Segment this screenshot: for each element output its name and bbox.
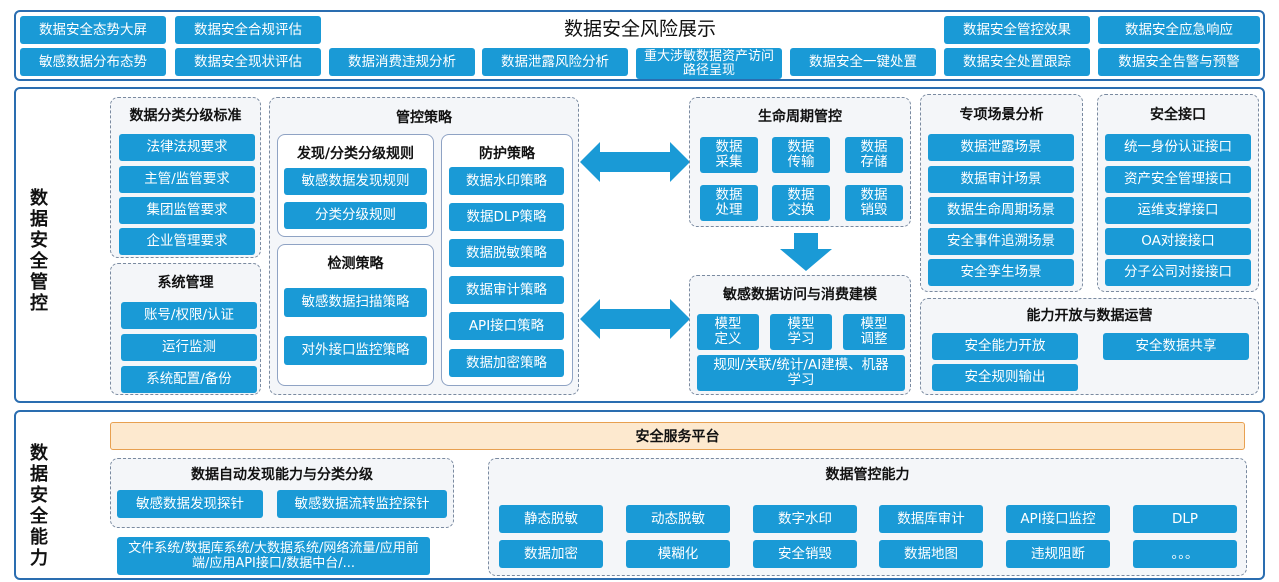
interface-item[interactable]: 运维支撑接口 <box>1105 197 1251 224</box>
system-item[interactable]: 系统配置/备份 <box>121 366 257 393</box>
control-item[interactable]: API接口监控 <box>1006 505 1110 533</box>
lifecycle-item[interactable]: 数据传输 <box>772 137 830 173</box>
protection-policy-item[interactable]: 数据加密策略 <box>449 349 564 377</box>
discovery-rule-item[interactable]: 分类分级规则 <box>284 202 427 229</box>
status-assessment-button[interactable]: 数据安全现状评估 <box>175 48 321 76</box>
scenario-item[interactable]: 安全孪生场景 <box>928 259 1074 286</box>
bidirectional-arrow-icon <box>580 299 690 339</box>
capability-open-title: 能力开放与数据运营 <box>1026 308 1153 324</box>
probe-item[interactable]: 敏感数据流转监控探针 <box>277 490 447 518</box>
control-item[interactable]: 模糊化 <box>626 540 730 568</box>
interface-item[interactable]: OA对接接口 <box>1105 228 1251 255</box>
modeling-item[interactable]: 模型调整 <box>843 314 905 350</box>
control-item[interactable]: 动态脱敏 <box>626 505 730 533</box>
bidirectional-arrow-icon <box>580 142 690 182</box>
interface-item[interactable]: 分子公司对接接口 <box>1105 259 1251 286</box>
control-effect-button[interactable]: 数据安全管控效果 <box>944 16 1090 44</box>
lifecycle-item[interactable]: 数据存储 <box>845 137 903 173</box>
protection-policy-item[interactable]: 数据DLP策略 <box>449 203 564 231</box>
classify-item[interactable]: 法律法规要求 <box>119 134 255 161</box>
security-capability-label: 数据安全能力 <box>30 443 48 569</box>
control-item[interactable]: DLP <box>1133 505 1237 533</box>
consumption-violation-button[interactable]: 数据消费违规分析 <box>329 48 475 76</box>
system-item[interactable]: 账号/权限/认证 <box>121 302 257 329</box>
scenario-item[interactable]: 安全事件追溯场景 <box>928 228 1074 255</box>
detection-policy-item[interactable]: 敏感数据扫描策略 <box>284 288 427 317</box>
sensitive-distribution-button[interactable]: 敏感数据分布态势 <box>20 48 166 76</box>
discovery-rules-title: 发现/分类分级规则 <box>296 146 415 162</box>
data-control-group <box>488 458 1247 576</box>
compliance-assessment-button[interactable]: 数据安全合规评估 <box>175 16 321 44</box>
emergency-response-button[interactable]: 数据安全应急响应 <box>1098 16 1260 44</box>
lifecycle-item[interactable]: 数据销毁 <box>845 185 903 221</box>
lifecycle-item[interactable]: 数据交换 <box>772 185 830 221</box>
interface-item[interactable]: 资产安全管理接口 <box>1105 166 1251 193</box>
data-control-title: 数据管控能力 <box>825 467 910 483</box>
control-item[interactable]: 违规阻断 <box>1006 540 1110 568</box>
alert-warning-button[interactable]: 数据安全告警与预警 <box>1098 48 1260 76</box>
system-management-title: 系统管理 <box>157 275 214 291</box>
security-control-label: 数据安全管控 <box>30 188 48 314</box>
scenario-title: 专项场景分析 <box>959 107 1044 123</box>
control-item[interactable]: 数字水印 <box>753 505 857 533</box>
classify-item[interactable]: 企业管理要求 <box>119 228 255 255</box>
discovery-rule-item[interactable]: 敏感数据发现规则 <box>284 168 427 195</box>
modeling-item[interactable]: 模型学习 <box>770 314 832 350</box>
security-service-platform: 安全服务平台 <box>110 422 1245 450</box>
control-item[interactable]: 数据地图 <box>879 540 983 568</box>
control-item[interactable]: 静态脱敏 <box>499 505 603 533</box>
lifecycle-title: 生命周期管控 <box>758 109 842 125</box>
auto-discovery-title: 数据自动发现能力与分类分级 <box>191 467 373 483</box>
probe-item[interactable]: 敏感数据发现探针 <box>117 490 263 518</box>
data-sources-item[interactable]: 文件系统/数据库系统/大数据系统/网络流量/应用前端/应用API接口/数据中台/… <box>117 537 430 575</box>
system-item[interactable]: 运行监测 <box>121 334 257 361</box>
disposal-tracking-button[interactable]: 数据安全处置跟踪 <box>944 48 1090 76</box>
classify-item[interactable]: 集团监管要求 <box>119 197 255 224</box>
scenario-item[interactable]: 数据泄露场景 <box>928 134 1074 161</box>
situation-screen-button[interactable]: 数据安全态势大屏 <box>20 16 166 44</box>
control-item[interactable]: 数据库审计 <box>879 505 983 533</box>
asset-access-path-button[interactable]: 重大涉敏数据资产访问路径呈现 <box>636 48 782 79</box>
classify-standard-title: 数据分类分级标准 <box>129 108 242 124</box>
lifecycle-item[interactable]: 数据采集 <box>700 137 758 173</box>
security-interface-title: 安全接口 <box>1150 107 1206 123</box>
lifecycle-item[interactable]: 数据处理 <box>700 185 758 221</box>
page-title: 数据安全风险展示 <box>563 18 716 40</box>
one-click-disposal-button[interactable]: 数据安全一键处置 <box>790 48 936 76</box>
control-policy-title: 管控策略 <box>396 110 452 126</box>
protection-policy-item[interactable]: 数据水印策略 <box>449 167 564 195</box>
modeling-item[interactable]: 模型定义 <box>697 314 759 350</box>
detection-policy-item[interactable]: 对外接口监控策略 <box>284 336 427 365</box>
leakage-risk-button[interactable]: 数据泄露风险分析 <box>482 48 628 76</box>
modeling-methods-item[interactable]: 规则/关联/统计/AI建模、机器学习 <box>697 355 905 391</box>
interface-item[interactable]: 统一身份认证接口 <box>1105 134 1251 161</box>
down-arrow-icon <box>780 233 832 271</box>
control-item[interactable]: 。。。 <box>1133 540 1237 568</box>
protection-policy-item[interactable]: 数据脱敏策略 <box>449 239 564 267</box>
protection-policy-item[interactable]: API接口策略 <box>449 312 564 340</box>
open-item[interactable]: 安全数据共享 <box>1103 333 1249 360</box>
open-item[interactable]: 安全规则输出 <box>932 364 1078 391</box>
detection-policy-title: 检测策略 <box>327 256 384 272</box>
classify-item[interactable]: 主管/监管要求 <box>119 166 255 193</box>
protection-policy-item[interactable]: 数据审计策略 <box>449 276 564 304</box>
scenario-item[interactable]: 数据生命周期场景 <box>928 197 1074 224</box>
modeling-title: 敏感数据访问与消费建模 <box>723 287 877 303</box>
scenario-item[interactable]: 数据审计场景 <box>928 166 1074 193</box>
open-item[interactable]: 安全能力开放 <box>932 333 1078 360</box>
control-item[interactable]: 数据加密 <box>499 540 603 568</box>
protection-policy-title: 防护策略 <box>479 146 535 162</box>
control-item[interactable]: 安全销毁 <box>753 540 857 568</box>
